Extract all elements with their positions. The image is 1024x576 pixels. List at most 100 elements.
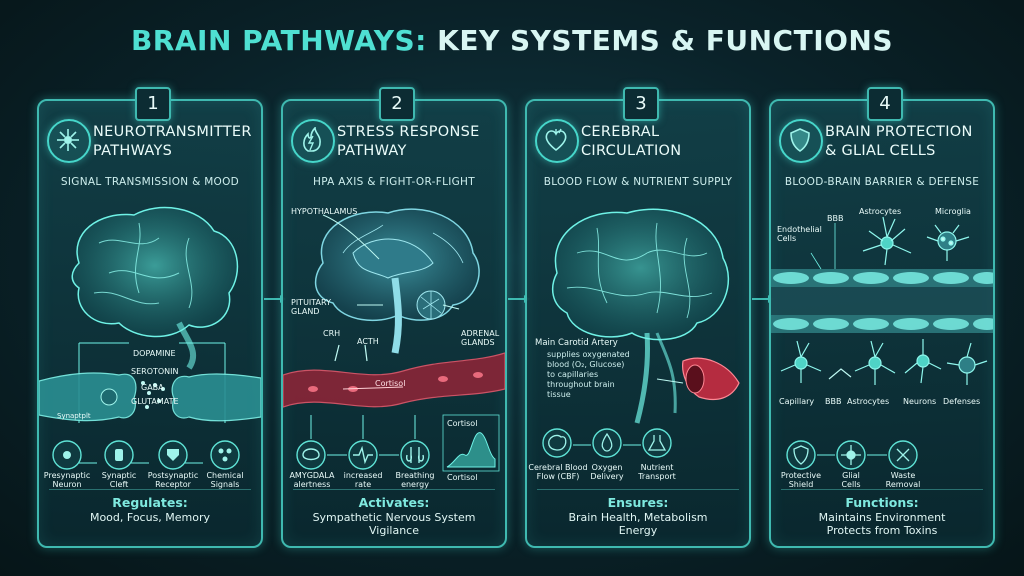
- label-capillary: Capillary: [779, 397, 815, 406]
- label-microglia: Microglia: [935, 207, 971, 216]
- step-label: Cerebral Blood: [528, 463, 588, 472]
- step-label: Synaptic: [101, 471, 137, 480]
- footer-heading: Activates:: [358, 495, 430, 510]
- footer-heading: Regulates:: [112, 495, 188, 510]
- label-line: Endothelial: [777, 225, 822, 234]
- label-line: ADRENAL: [461, 329, 500, 338]
- desc-line: to capillaries: [547, 370, 599, 379]
- step-label: Cells: [841, 480, 861, 489]
- step-label: Nutrient: [640, 463, 674, 472]
- footer-line: Maintains Environment: [818, 511, 946, 524]
- step-label: Oxygen: [591, 463, 623, 472]
- oxygen-drop-icon: [592, 428, 622, 458]
- chemical-signals-icon: [210, 440, 240, 470]
- label-line: GLAND: [291, 307, 320, 316]
- divider: [49, 489, 251, 490]
- microglia-icon: [926, 224, 970, 261]
- label-line: PITUITARY: [291, 298, 331, 307]
- step-label: Chemical: [206, 471, 244, 480]
- step-label: Receptor: [155, 480, 191, 489]
- footer-line: Energy: [618, 524, 658, 537]
- footer-line: Brain Health, Metabolism: [568, 511, 708, 524]
- desc-line: supplies oxygenated: [547, 350, 630, 359]
- synapse-illustration: [39, 372, 261, 422]
- shield-icon: [779, 119, 823, 163]
- step-label: Transport: [638, 472, 676, 481]
- label-astrocytes-bottom: Astrocytes: [847, 397, 890, 406]
- step-label: Flow (CBF): [536, 472, 580, 481]
- label-dopamine: DOPAMINE: [133, 349, 176, 358]
- panel-number: 2: [379, 87, 415, 121]
- step-label: Protective: [780, 471, 822, 480]
- flow-connector: [264, 295, 286, 303]
- desc-line: blood (O₂, Glucose): [547, 360, 625, 369]
- title-rest: KEY SYSTEMS & FUNCTIONS: [426, 24, 894, 57]
- step-label: alertness: [293, 480, 331, 489]
- panel-subtitle: HPA AXIS & FIGHT-OR-FLIGHT: [313, 176, 475, 188]
- label-neurons: Neurons: [903, 397, 937, 406]
- panel-title-line2: PATHWAY: [337, 143, 407, 159]
- protective-shield-icon: [786, 440, 816, 470]
- footer-line: Sympathetic Nervous System: [312, 511, 476, 524]
- page-title: BRAIN PATHWAYS: KEY SYSTEMS & FUNCTIONS: [0, 24, 1024, 57]
- label-cortisol: Cortisol: [375, 379, 406, 388]
- footer-heading: Functions:: [845, 495, 919, 510]
- footer-heading: Ensures:: [607, 495, 669, 510]
- step-label: Delivery: [590, 472, 624, 481]
- chart-label-top: Cortisol: [447, 419, 478, 428]
- panel-title-line2: CIRCULATION: [581, 143, 682, 159]
- flow-connector: [752, 295, 774, 303]
- desc-line: tissue: [547, 390, 571, 399]
- amygdala-icon: [296, 440, 326, 470]
- panel-subtitle: SIGNAL TRANSMISSION & MOOD: [60, 176, 240, 188]
- footer-line: Mood, Focus, Memory: [89, 511, 211, 524]
- divider: [537, 489, 739, 490]
- step-label: Removal: [885, 480, 921, 489]
- nutrient-flask-icon: [642, 428, 672, 458]
- label-bbb-bottom: BBB: [825, 397, 842, 406]
- panel-subtitle: BLOOD-BRAIN BARRIER & DEFENSE: [784, 176, 980, 188]
- brain-illustration: [71, 206, 239, 370]
- endothelial-layer: [771, 269, 993, 333]
- step-label: Glial: [842, 471, 860, 480]
- step-label: Postsynaptic: [147, 471, 199, 480]
- panel-title-line1: CEREBRAL: [581, 124, 660, 140]
- stress-flame-icon: [291, 119, 335, 163]
- bbb-illustration: [771, 216, 993, 470]
- label-line: GLANDS: [461, 338, 495, 347]
- neurotransmitter-illustration: [39, 206, 261, 470]
- label-gaba: GABA: [141, 383, 164, 392]
- heart-icon: [535, 119, 579, 163]
- step-label: Cleft: [109, 480, 129, 489]
- circulation-illustration: [542, 208, 740, 458]
- stress-illustration: [283, 208, 505, 472]
- chart-label-bottom: Cortisol: [447, 473, 478, 482]
- footer-text: Mood, Focus, Memory: [39, 511, 261, 524]
- lungs-icon: [400, 440, 430, 470]
- flow-connector: [508, 295, 530, 303]
- panel-brain-protection: 4 BRAIN PROTECTION& GLIAL CELLS BLOOD-BR…: [769, 87, 995, 548]
- desc-line: throughout brain: [547, 380, 615, 389]
- panel-title: CEREBRAL CIRCULATION: [581, 123, 749, 161]
- label-crh: CRH: [323, 329, 341, 338]
- label-serotonin: SEROTONIN: [131, 367, 179, 376]
- step-label: Waste: [890, 471, 916, 480]
- step-label: increased: [343, 471, 383, 480]
- step-label: Signals: [210, 480, 240, 489]
